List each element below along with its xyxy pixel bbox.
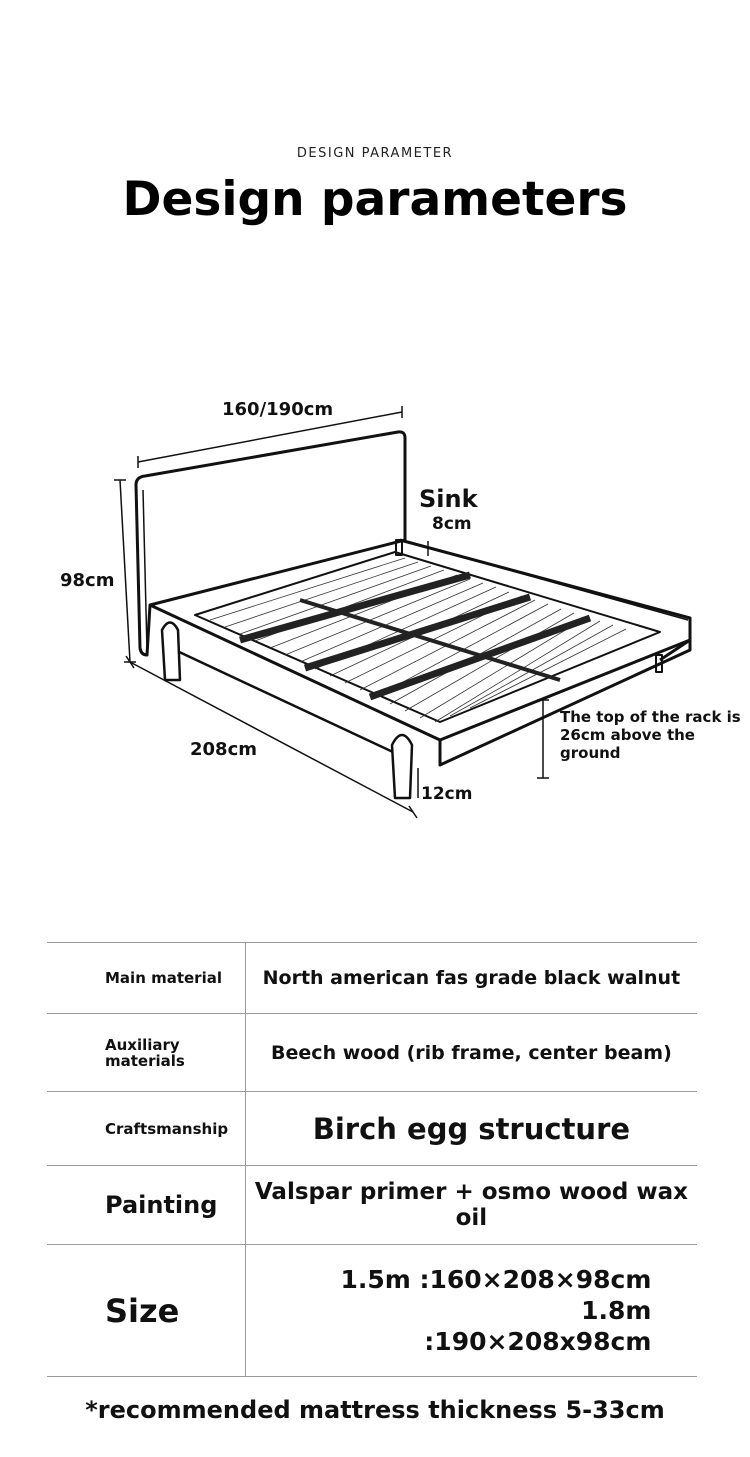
spec-label: Painting [47, 1165, 246, 1245]
spec-row-main-material: Main material North american fas grade b… [47, 942, 697, 1014]
spec-label: Main material [47, 942, 246, 1014]
spec-row-craftsmanship: Craftsmanship Birch egg structure [47, 1091, 697, 1166]
size-line-1: 1.5m :160×208×98cm 1.8m [340, 1265, 652, 1325]
eyebrow-text: DESIGN PARAMETER [296, 146, 454, 161]
spec-table: Main material North american fas grade b… [47, 942, 697, 1377]
spec-value: Birch egg structure [245, 1091, 697, 1166]
rack-note-line-1: The top of the rack is [560, 708, 741, 726]
leg-height-label: 12cm [421, 784, 472, 804]
spec-value: North american fas grade black walnut [245, 942, 697, 1014]
spec-label: Craftsmanship [47, 1091, 246, 1166]
spec-row-auxiliary-materials: Auxiliary materials Beech wood (rib fram… [47, 1013, 697, 1092]
mattress-footnote: *recommended mattress thickness 5-33cm [85, 1396, 665, 1424]
dimension-lines [114, 406, 549, 819]
spec-label: Auxiliary materials [47, 1013, 246, 1092]
size-text: 1.5m :160×208×98cm 1.8m :190×208x98cm [271, 1264, 651, 1357]
sink-value: 8cm [432, 514, 472, 534]
bed-dimension-diagram: 160/190cm 98cm 208cm Sink 8cm 12cm The t… [60, 399, 741, 819]
height-label: 98cm [60, 570, 114, 591]
size-line-2: :190×208x98cm [424, 1327, 652, 1356]
rack-note-line-3: ground [560, 744, 621, 762]
width-label: 160/190cm [222, 399, 333, 420]
spec-value: Beech wood (rib frame, center beam) [245, 1013, 697, 1092]
spec-value: 1.5m :160×208×98cm 1.8m :190×208x98cm [245, 1244, 697, 1377]
page-title: Design parameters [122, 172, 628, 227]
spec-row-size: Size 1.5m :160×208×98cm 1.8m :190×208x98… [47, 1244, 697, 1377]
spec-label: Size [47, 1244, 246, 1377]
length-label: 208cm [190, 739, 257, 760]
spec-row-painting: Painting Valspar primer + osmo wood wax … [47, 1165, 697, 1245]
spec-value: Valspar primer + osmo wood wax oil [245, 1165, 697, 1245]
sink-title: Sink [419, 485, 479, 513]
rack-note-line-2: 26cm above the [560, 726, 695, 744]
bed-illustration [134, 430, 692, 800]
